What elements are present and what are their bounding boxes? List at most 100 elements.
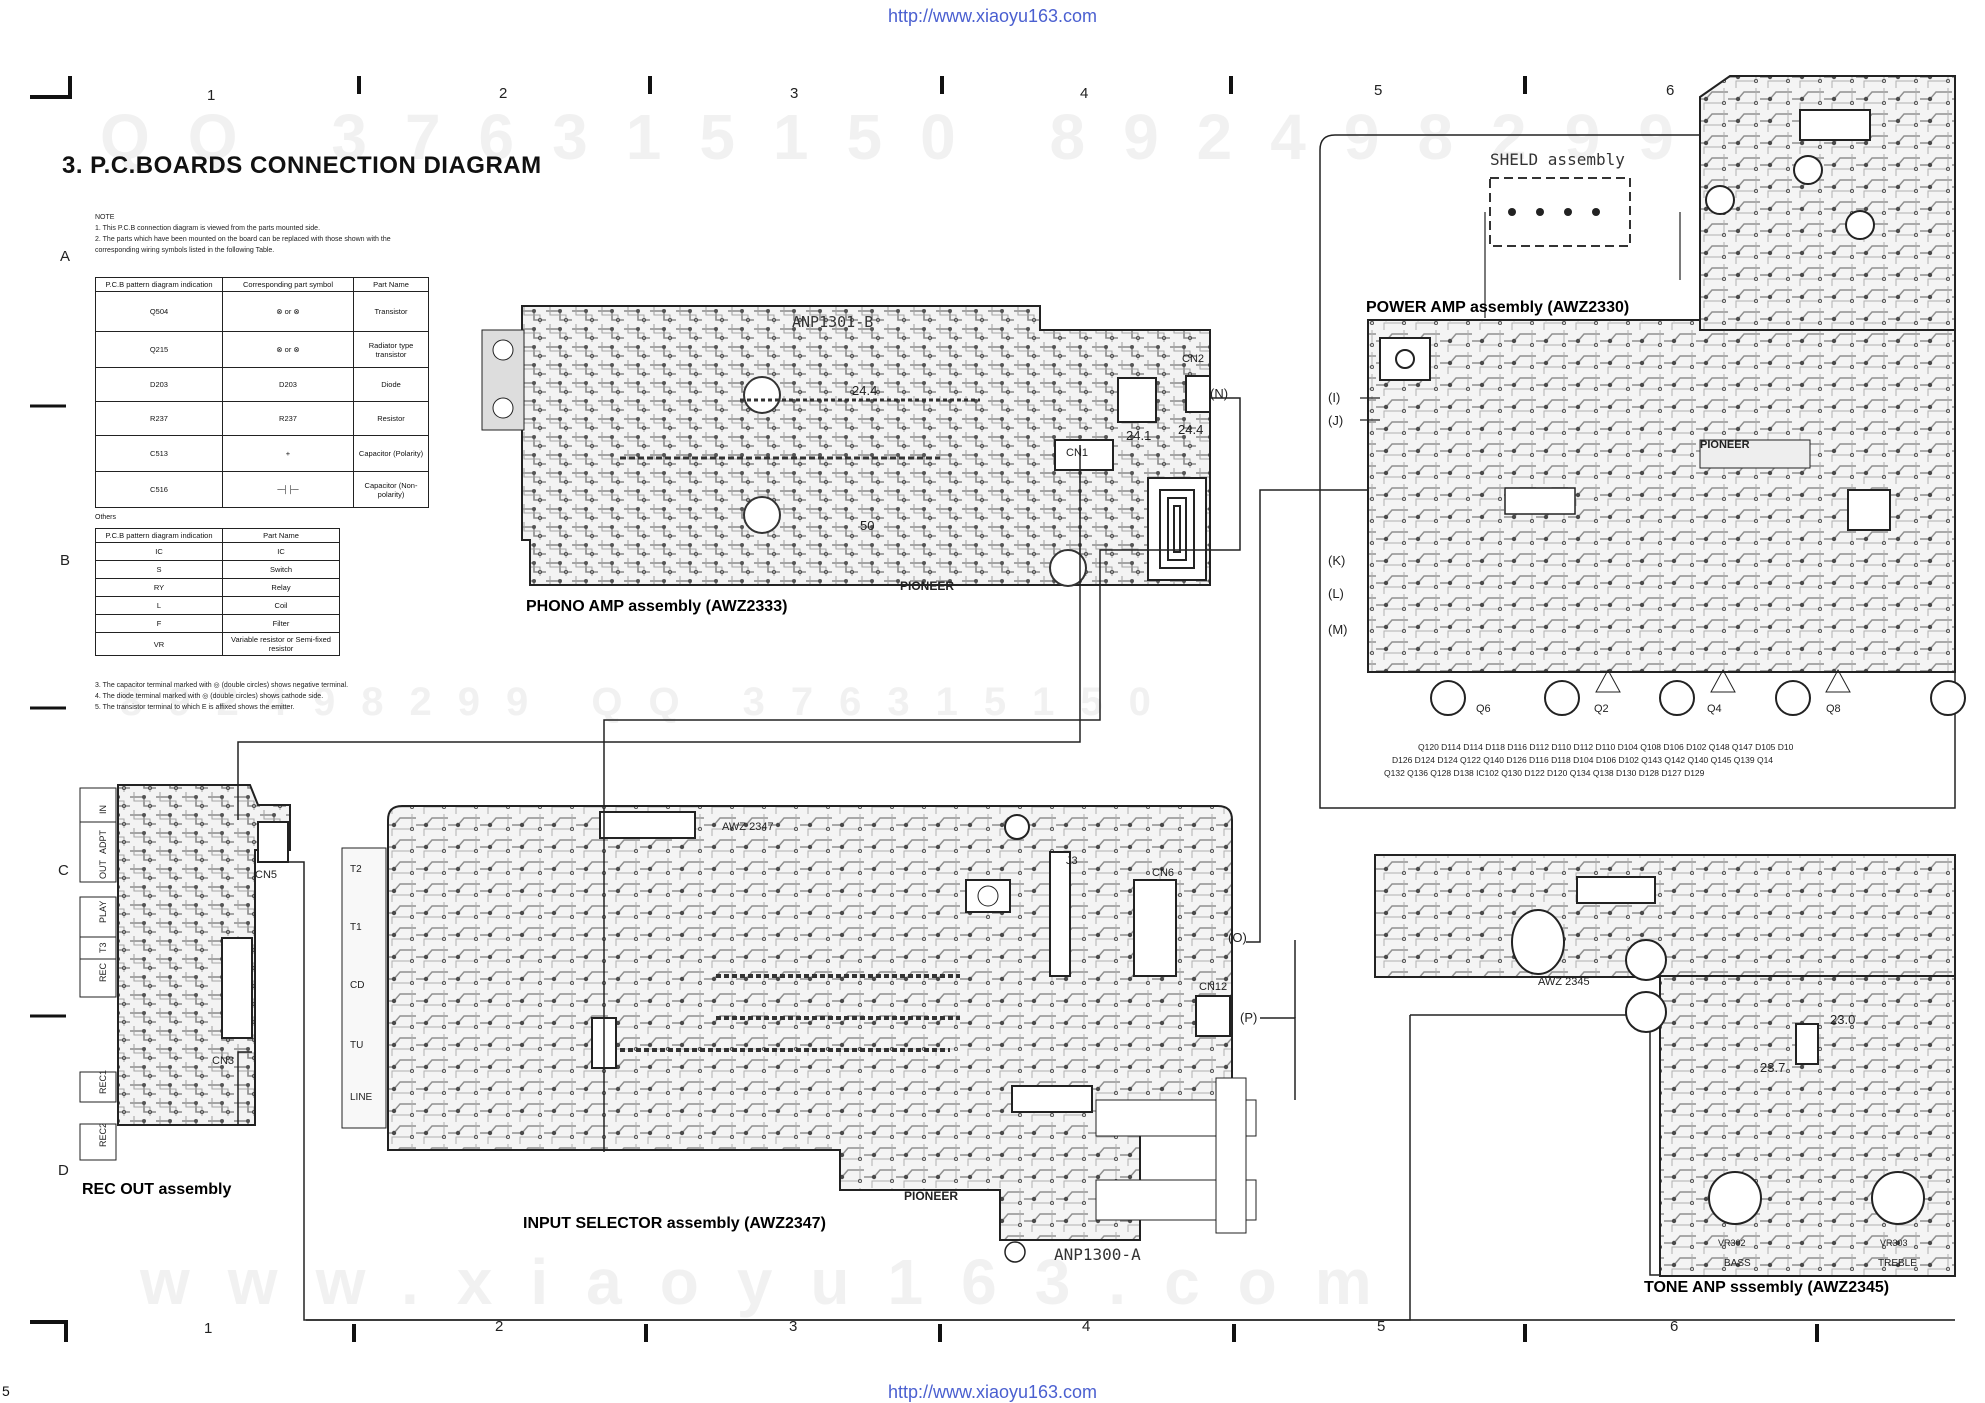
others-label: Others	[95, 514, 117, 521]
treble-label: TREBLE	[1878, 1258, 1917, 1269]
watermark-middle: 892498299 QQ 376315150	[120, 680, 1177, 724]
grid-col-5-top: 5	[1374, 82, 1383, 99]
page-title: 3. P.C.BOARDS CONNECTION DIAGRAM	[62, 152, 542, 179]
cn12-label: CN12	[1199, 981, 1227, 993]
cn1-label: CN1	[1066, 447, 1088, 459]
transistor-label: Q4	[1707, 703, 1722, 715]
awz2347-label: AWZ 2347	[722, 821, 774, 833]
table1-name: Radiator type transistor	[353, 331, 429, 368]
voltage-label: 24.1	[1126, 428, 1151, 443]
phono-pioneer-logo: PIONEER	[900, 579, 954, 593]
transistor-label: Q6	[1476, 703, 1491, 715]
others-table-header: P.C.B pattern diagram indication Part Na…	[95, 528, 340, 543]
table-row: C516 ─┤├─ Capacitor (Non-polarity)	[95, 471, 429, 508]
rec-jack-label: REC	[98, 962, 108, 982]
grid-col-1-bottom: 1	[204, 1320, 213, 1337]
vr302-label: VR302	[1718, 1238, 1746, 1248]
interconnect-wires	[237, 397, 1411, 1321]
radiator-transistor-symbol-icon: ⊗ or ⊗	[276, 345, 300, 354]
parts-list-row-2: D126 D124 D124 Q122 Q140 D126 D116 D118 …	[1392, 755, 1773, 765]
j3-label: J3	[1066, 855, 1078, 867]
grid-col-2-top: 2	[499, 85, 508, 102]
others-table: P.C.B pattern diagram indication Part Na…	[95, 528, 340, 656]
table-row: R237 R237 Resistor	[95, 401, 429, 436]
power-amp-assembly-label: POWER AMP assembly (AWZ2330)	[1366, 299, 1629, 316]
connector-k-label: (K)	[1328, 553, 1345, 568]
table-row: C513 + Capacitor (Polarity)	[95, 435, 429, 472]
input-pioneer-logo: PIONEER	[904, 1189, 958, 1203]
table1-name: Resistor	[353, 401, 429, 436]
vr303-label: VR303	[1880, 1238, 1908, 1248]
capacitor-symbol-icon: ─┤├─	[277, 485, 299, 494]
transistor-label: Q8	[1826, 703, 1841, 715]
connector-j-label: (J)	[1328, 413, 1343, 428]
notes-heading: NOTE	[95, 214, 115, 221]
rec-jack-label: T3	[98, 942, 108, 953]
table1-pattern: Q504	[95, 291, 223, 332]
grid-row-c: C	[58, 862, 69, 879]
watermark-top: QQ 376315150 892498299	[100, 101, 1712, 173]
grid-col-2-bottom: 2	[495, 1318, 504, 1335]
power-pioneer-logo: PIONEER	[1700, 439, 1750, 451]
cn6-label: CN6	[1152, 867, 1174, 879]
input-jack-label: T1	[350, 922, 362, 933]
connector-o-label: (O)	[1228, 930, 1247, 945]
footer-url[interactable]: http://www.xiaoyu163.com	[887, 1382, 1098, 1402]
table1-name: Transistor	[353, 291, 429, 332]
header-url[interactable]: http://www.xiaoyu163.com	[887, 6, 1098, 26]
tone-amp-assembly-label: TONE ANP sssembly (AWZ2345)	[1644, 1279, 1889, 1296]
voltage-label: 23.7	[1760, 1060, 1785, 1075]
input-jack-label: CD	[350, 980, 364, 991]
table1-name: Capacitor (Non-polarity)	[353, 471, 429, 508]
corner-mark-bottom-left	[30, 1320, 68, 1342]
awz2345-label: AWZ 2345	[1538, 976, 1590, 988]
grid-col-3-top: 3	[790, 85, 799, 102]
notes-block-2: 3. The capacitor terminal marked with ◎ …	[95, 680, 435, 713]
note-3: 3. The capacitor terminal marked with ◎ …	[95, 682, 349, 689]
power-transistor-row	[1430, 668, 1966, 716]
grid-col-5-bottom: 5	[1377, 1318, 1386, 1335]
rec-jack-label: OUT	[98, 860, 108, 880]
phono-amp-board	[481, 305, 1211, 587]
symbol-table-header: P.C.B pattern diagram indication Corresp…	[95, 277, 429, 292]
notes-block: NOTE 1. This P.C.B connection diagram is…	[95, 212, 435, 256]
grid-col-6-top: 6	[1666, 82, 1675, 99]
table1-pattern: R237	[95, 401, 223, 436]
grid-row-b: B	[60, 552, 71, 569]
table1-symbol: R237	[222, 401, 354, 436]
rec-jack-label: IN	[98, 805, 108, 814]
voltage-label: 24.4	[1178, 422, 1203, 437]
watermark-bottom: www.xiaoyu163.com	[140, 1246, 1410, 1318]
input-selector-board	[341, 805, 1257, 1263]
voltage-label: 50	[860, 518, 874, 533]
grid-col-3-bottom: 3	[789, 1318, 798, 1335]
table1-symbol: +	[222, 435, 354, 472]
symbol-table: P.C.B pattern diagram indication Corresp…	[95, 277, 429, 508]
note-1: 1. This P.C.B connection diagram is view…	[95, 225, 321, 232]
table2-name: Variable resistor or Semi-fixed resistor	[222, 632, 340, 656]
rec-jack-label: ADPT	[98, 829, 108, 854]
phono-amp-assembly-label: PHONO AMP assembly (AWZ2333)	[526, 598, 787, 615]
table1-symbol: ─┤├─	[222, 471, 354, 508]
connector-l-label: (L)	[1328, 586, 1344, 601]
table2-name: Relay	[222, 578, 340, 597]
input-selector-assembly-label: INPUT SELECTOR assembly (AWZ2347)	[523, 1215, 826, 1232]
grid-col-6-bottom: 6	[1670, 1318, 1679, 1335]
table-row: Q215 ⊗ or ⊗ Radiator type transistor	[95, 331, 429, 368]
grid-col-1-top: 1	[207, 87, 216, 104]
power-amp-area	[1319, 75, 1956, 809]
transistor-label: Q2	[1594, 703, 1609, 715]
connector-i-label: (I)	[1328, 390, 1340, 405]
connector-p-label: (P)	[1240, 1010, 1257, 1025]
page-number: 5	[2, 1383, 10, 1399]
rec-jack-label: REC2	[98, 1123, 108, 1147]
rec-out-assembly-label: REC OUT assembly	[82, 1181, 231, 1198]
corner-mark-top-left	[30, 76, 72, 99]
input-jack-label: TU	[350, 1040, 363, 1051]
table-row: D203 D203 Diode	[95, 367, 429, 402]
